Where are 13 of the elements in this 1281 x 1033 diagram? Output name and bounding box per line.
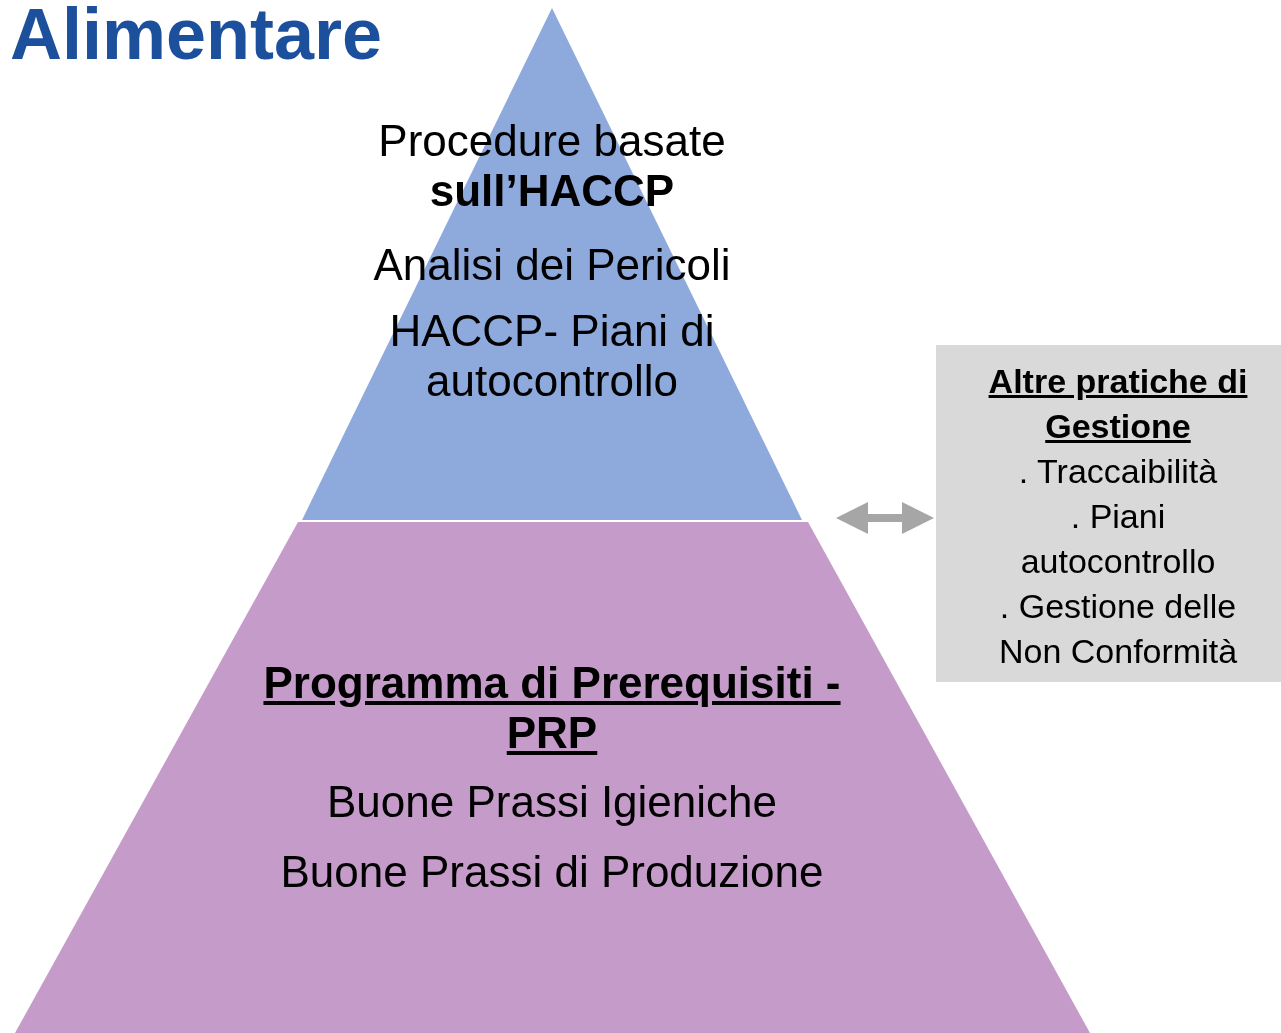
side-info-box <box>936 345 1281 682</box>
hygiene-text: Buone Prassi Igieniche <box>325 777 779 827</box>
list-item: . Piani autocontrollo <box>1019 496 1217 582</box>
list-item: . Traccaibilità <box>1017 451 1219 492</box>
box-heading: Altre pratiche di Gestione <box>987 361 1249 447</box>
list-item: . Gestione delle Non Conformità <box>997 586 1239 672</box>
program-heading: Programma di Prerequisiti - PRP <box>262 658 842 758</box>
analysis-text: Analisi dei Pericoli <box>372 240 732 290</box>
production-text: Buone Prassi di Produzione <box>279 847 825 897</box>
double-arrow <box>836 502 934 534</box>
procedure-text: Procedure basate sull’HACCP <box>377 116 727 216</box>
plan-text: HACCP- Piani di autocontrollo <box>388 306 716 406</box>
page-title: Alimentare <box>10 0 383 76</box>
